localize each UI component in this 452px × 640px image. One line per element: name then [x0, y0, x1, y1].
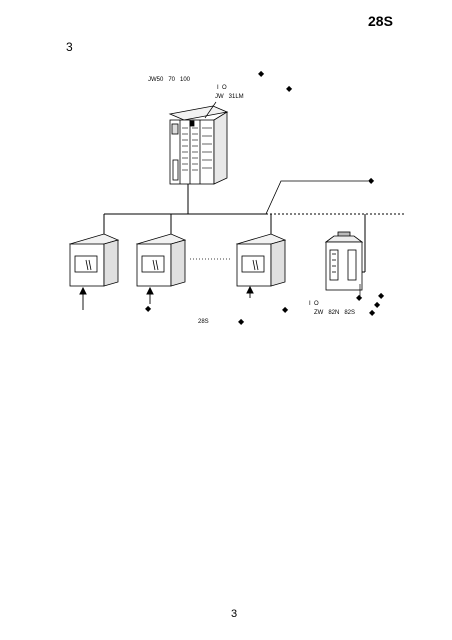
series-28s-label: 28S — [198, 319, 209, 325]
glyph-marker: ◆ — [374, 300, 381, 309]
glyph-marker: ◆ — [238, 317, 245, 326]
plc-unit — [168, 105, 229, 185]
io-label-2: I O — [309, 301, 319, 307]
station-unit-1 — [68, 233, 120, 287]
section-number: 3 — [66, 40, 73, 54]
glyph-marker: ◆ — [258, 69, 265, 78]
plc-leader-line — [204, 101, 217, 119]
model-title: 28S — [368, 13, 393, 29]
glyph-marker: ◆ — [369, 308, 376, 317]
station-unit-3 — [235, 233, 287, 287]
terminator-module — [324, 231, 364, 291]
glyph-marker: ◆ — [356, 293, 363, 302]
glyph-marker: ◆ — [145, 304, 152, 313]
bus-callout-leader — [265, 180, 368, 215]
glyph-marker: ◆ — [286, 84, 293, 93]
connector-arrow-2 — [146, 286, 154, 304]
glyph-marker: ◆ — [368, 176, 375, 185]
glyph-marker: ◆ — [378, 291, 385, 300]
plc-module-label: JW 31LM — [215, 94, 244, 100]
connector-arrow-3 — [246, 285, 254, 298]
zw-models-label: ZW 82N 82S — [314, 310, 356, 316]
page-number: 3 — [231, 608, 238, 620]
glyph-marker: ◆ — [282, 305, 289, 314]
plc-series-label: JW50 70 100 — [148, 77, 191, 83]
plc-io-label: I O — [217, 85, 227, 91]
station-unit-2 — [135, 233, 187, 287]
connector-arrow-1 — [79, 286, 87, 310]
